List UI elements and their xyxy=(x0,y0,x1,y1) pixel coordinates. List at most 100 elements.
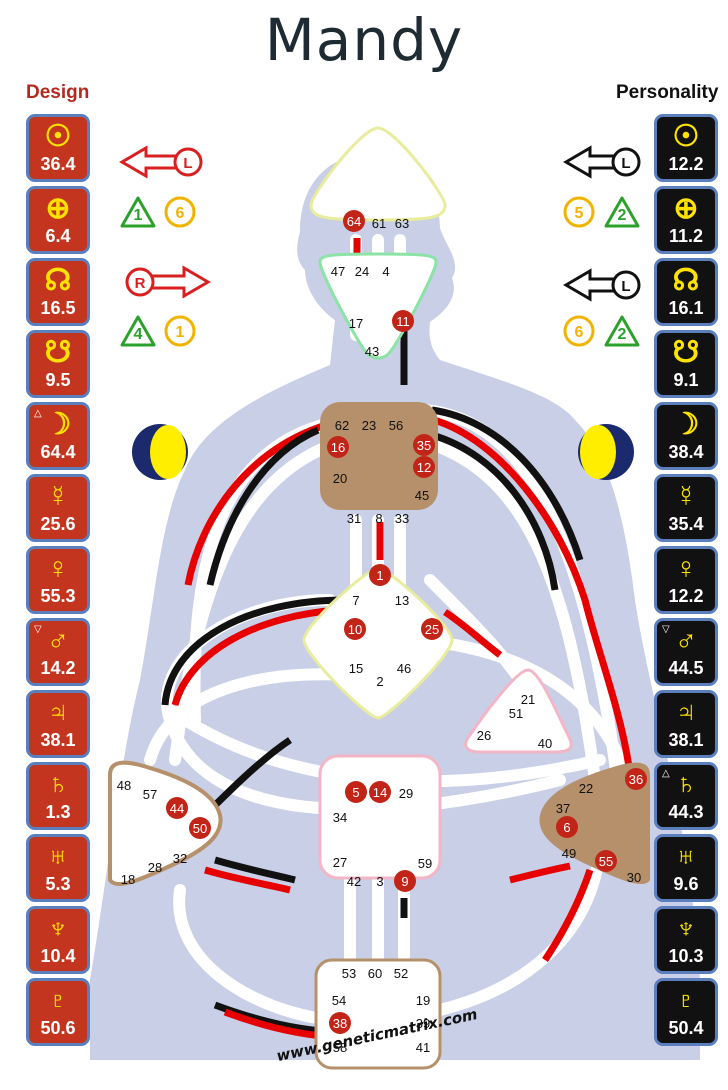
personality-planet-column: ☉12.2⊕11.2☊16.1☋9.1☽38.4☿35.4♀12.2▽♂44.5… xyxy=(654,114,726,1050)
sun-icon: ☉ xyxy=(657,117,715,155)
planet-gate-value: 50.6 xyxy=(29,1019,87,1037)
gate-27: 27 xyxy=(333,855,347,870)
design-south-node-box: ☋9.5 xyxy=(26,330,90,398)
design-moon-box: △☽64.4 xyxy=(26,402,90,470)
svg-text:35: 35 xyxy=(417,438,431,453)
svg-text:55: 55 xyxy=(599,854,613,869)
svg-text:9: 9 xyxy=(401,874,408,889)
personality-badge-2a: 6 xyxy=(565,317,593,345)
gate-64: 64 xyxy=(343,210,365,232)
personality-venus-box: ♀12.2 xyxy=(654,546,718,614)
gate-57: 57 xyxy=(143,787,157,802)
variable-number: 2 xyxy=(618,326,627,343)
gate-45: 45 xyxy=(415,488,429,503)
planet-gate-value: 14.2 xyxy=(29,659,87,677)
personality-sun-box: ☉12.2 xyxy=(654,114,718,182)
svg-text:10: 10 xyxy=(348,622,362,637)
planet-gate-value: 25.6 xyxy=(29,515,87,533)
gate-38: 38 xyxy=(329,1012,351,1034)
svg-text:53: 53 xyxy=(342,966,356,981)
sun-icon: ☉ xyxy=(29,117,87,155)
gate-48: 48 xyxy=(117,778,131,793)
gate-42: 42 xyxy=(347,874,361,889)
svg-text:32: 32 xyxy=(173,851,187,866)
svg-text:3: 3 xyxy=(376,874,383,889)
variable-number: 4 xyxy=(134,326,143,343)
svg-text:36: 36 xyxy=(629,772,643,787)
variable-number: 6 xyxy=(176,205,185,222)
svg-text:37: 37 xyxy=(556,801,570,816)
head-center xyxy=(311,128,445,220)
svg-text:33: 33 xyxy=(395,511,409,526)
planet-gate-value: 5.3 xyxy=(29,875,87,893)
design-earth-box: ⊕6.4 xyxy=(26,186,90,254)
svg-text:59: 59 xyxy=(418,856,432,871)
gate-51: 51 xyxy=(509,706,523,721)
svg-text:45: 45 xyxy=(415,488,429,503)
gate-3: 3 xyxy=(376,874,383,889)
personality-moon-icon xyxy=(578,424,634,480)
svg-text:8: 8 xyxy=(375,511,382,526)
gate-19: 19 xyxy=(416,993,430,1008)
svg-text:11: 11 xyxy=(396,314,410,329)
personality-jupiter-box: ♃38.1 xyxy=(654,690,718,758)
planet-gate-value: 36.4 xyxy=(29,155,87,173)
variable-number: 2 xyxy=(618,207,627,224)
planet-gate-value: 1.3 xyxy=(29,803,87,821)
svg-text:63: 63 xyxy=(395,216,409,231)
gate-41: 41 xyxy=(416,1040,430,1055)
aspect-marker: △ xyxy=(662,768,670,779)
gate-21: 21 xyxy=(521,692,535,707)
design-north-node-box: ☊16.5 xyxy=(26,258,90,326)
south-node-icon: ☋ xyxy=(657,333,715,371)
personality-badge-2b: 2 xyxy=(606,317,638,345)
gate-53: 53 xyxy=(342,966,356,981)
svg-text:21: 21 xyxy=(521,692,535,707)
earth-icon: ⊕ xyxy=(657,189,715,227)
aspect-marker: △ xyxy=(34,408,42,419)
svg-text:15: 15 xyxy=(349,661,363,676)
planet-gate-value: 9.6 xyxy=(657,875,715,893)
design-badge-2b: 1 xyxy=(166,317,194,345)
svg-text:13: 13 xyxy=(395,593,409,608)
design-venus-box: ♀55.3 xyxy=(26,546,90,614)
svg-text:62: 62 xyxy=(335,418,349,433)
svg-text:6: 6 xyxy=(563,820,570,835)
svg-text:60: 60 xyxy=(368,966,382,981)
svg-text:49: 49 xyxy=(562,846,576,861)
gate-11: 11 xyxy=(392,310,414,332)
aspect-marker: ▽ xyxy=(34,624,42,635)
svg-text:7: 7 xyxy=(352,593,359,608)
gate-34: 34 xyxy=(333,810,347,825)
variable-number: 6 xyxy=(575,324,584,341)
svg-text:20: 20 xyxy=(333,471,347,486)
design-mars-box: ▽♂14.2 xyxy=(26,618,90,686)
svg-text:42: 42 xyxy=(347,874,361,889)
gate-36: 36 xyxy=(625,768,647,790)
gate-9: 9 xyxy=(394,870,416,892)
svg-text:26: 26 xyxy=(477,728,491,743)
svg-text:28: 28 xyxy=(148,860,162,875)
gate-17: 17 xyxy=(349,316,363,331)
planet-gate-value: 35.4 xyxy=(657,515,715,533)
svg-text:14: 14 xyxy=(373,785,387,800)
planet-gate-value: 38.1 xyxy=(29,731,87,749)
gate-54: 54 xyxy=(332,993,346,1008)
svg-text:48: 48 xyxy=(117,778,131,793)
gate-12: 12 xyxy=(413,456,435,478)
gate-22: 22 xyxy=(579,781,593,796)
planet-gate-value: 9.5 xyxy=(29,371,87,389)
gate-37: 37 xyxy=(556,801,570,816)
planet-gate-value: 10.4 xyxy=(29,947,87,965)
design-arrow-2-label: R xyxy=(135,275,146,292)
mercury-icon: ☿ xyxy=(29,477,87,515)
gate-26: 26 xyxy=(477,728,491,743)
svg-text:54: 54 xyxy=(332,993,346,1008)
aspect-marker: ▽ xyxy=(662,624,670,635)
svg-text:12: 12 xyxy=(417,460,431,475)
design-planet-column: ☉36.4 ⊕6.4☊16.5☋9.5△☽64.4 ☿25.6 ♀55.3▽♂14.2… xyxy=(26,114,98,1050)
planet-gate-value: 16.1 xyxy=(657,299,715,317)
svg-text:22: 22 xyxy=(579,781,593,796)
jupiter-icon: ♃ xyxy=(657,693,715,731)
svg-text:19: 19 xyxy=(416,993,430,1008)
